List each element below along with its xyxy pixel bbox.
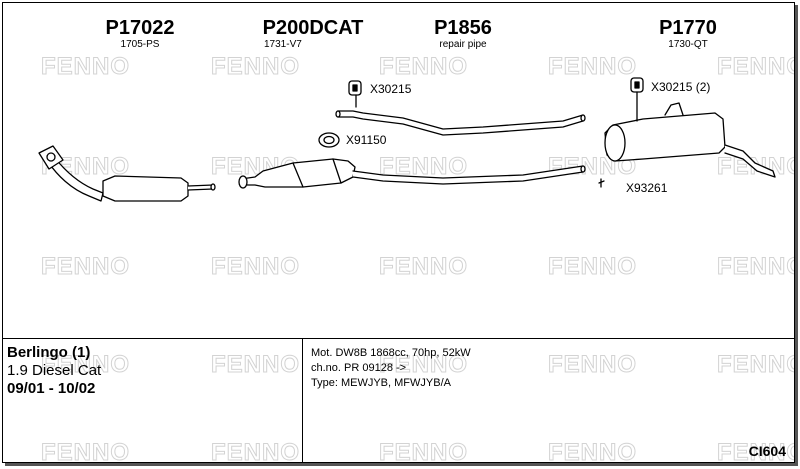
watermark-text: FENNO — [211, 439, 300, 463]
watermark-text: FENNO — [41, 439, 130, 463]
watermark-text: FENNO — [41, 53, 130, 81]
clamp-icon — [348, 80, 362, 96]
watermark-text: FENNO — [211, 53, 300, 81]
part-code: P1856 — [434, 17, 492, 39]
repair-pipe — [335, 110, 586, 136]
table-divider-vertical — [302, 339, 303, 462]
catalog-code: CI604 — [748, 443, 786, 459]
exhaust-diagram — [38, 77, 776, 202]
part-p1770: P1770 1730-QT — [638, 17, 738, 51]
watermark-text: FENNO — [379, 253, 468, 281]
vehicle-info: Berlingo (1) 1.9 Diesel Cat 09/01 - 10/0… — [7, 344, 101, 398]
watermark-text: FENNO — [41, 253, 130, 281]
part-code: P200DCAT — [262, 17, 364, 39]
catalytic-converter — [238, 158, 586, 189]
vehicle-model: Berlingo (1) — [7, 344, 91, 361]
part-ref: repair pipe — [439, 39, 487, 50]
watermark-text: FENNO — [211, 253, 300, 281]
part-code: P17022 — [105, 17, 175, 39]
clamp-label: X30215 — [370, 82, 412, 96]
part-ref: 1705-PS — [120, 39, 160, 50]
gasket-icon — [318, 132, 340, 148]
watermark-text: FENNO — [548, 253, 637, 281]
watermark-text: FENNO — [717, 439, 795, 463]
spec-motor: Mot. DW8B 1868cc, 70hp, 52kW — [311, 347, 471, 359]
watermark-text: FENNO — [379, 53, 468, 81]
vehicle-years: 09/01 - 10/02 — [7, 380, 96, 397]
spec-type: Type: MEWJYB, MFWJYB/A — [311, 377, 451, 389]
part-code: P1770 — [659, 17, 717, 39]
part-p200dcat: P200DCAT 1731-V7 — [248, 17, 378, 51]
spec-chassis: ch.no. PR 09128 -> — [311, 362, 407, 374]
vehicle-engine: 1.9 Diesel Cat — [7, 362, 102, 379]
watermark-text: FENNO — [379, 439, 468, 463]
watermark-text: FENNO — [717, 351, 795, 379]
watermark-text: FENNO — [548, 351, 637, 379]
rear-silencer — [604, 102, 776, 178]
part-ref: 1730-QT — [668, 39, 708, 50]
watermark-text: FENNO — [548, 53, 637, 81]
part-p1856: P1856 repair pipe — [413, 17, 513, 51]
watermark-text: FENNO — [379, 351, 468, 379]
watermark-text: FENNO — [211, 351, 300, 379]
clamp-label-rear: X30215 (2) — [651, 80, 711, 94]
watermark-text: FENNO — [41, 351, 130, 379]
front-pipe-silencer — [38, 145, 216, 202]
clamp-icon-rear — [630, 77, 644, 93]
gasket-label: X91150 — [346, 133, 387, 147]
diagram-frame: FENNO FENNO FENNO FENNO FENNO FENNO FENNO FENNO… — [2, 2, 795, 463]
engine-specs: Mot. DW8B 1868cc, 70hp, 52kW ch.no. PR 0… — [311, 346, 471, 391]
table-divider-horizontal — [3, 338, 794, 339]
watermark-text: FENNO — [717, 253, 795, 281]
part-p17022: P17022 1705-PS — [85, 17, 195, 51]
part-ref: 1731-V7 — [264, 39, 302, 50]
watermark-text: FENNO — [548, 439, 637, 463]
bracket-label: X93261 — [626, 181, 668, 195]
bracket-icon — [598, 178, 605, 188]
watermark-text: FENNO — [717, 53, 795, 81]
